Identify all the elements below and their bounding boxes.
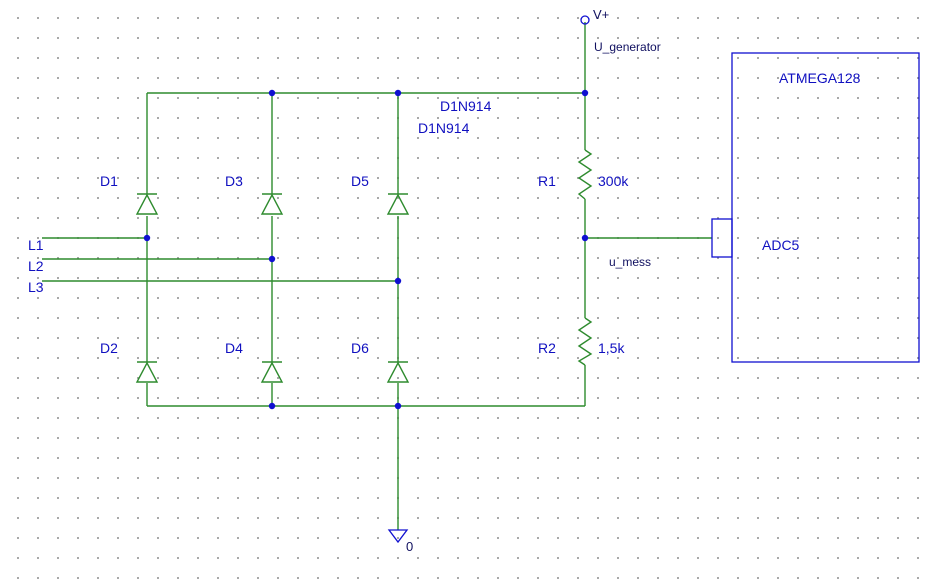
- vplus-label: V+: [593, 7, 610, 22]
- r1-value-label: 300k: [598, 173, 629, 189]
- atmega-label: ATMEGA128: [779, 70, 861, 86]
- diode-d6[interactable]: [386, 361, 410, 383]
- resistor-r2[interactable]: [577, 317, 593, 366]
- l3-label: L3: [28, 279, 44, 295]
- diode-d5[interactable]: [386, 193, 410, 215]
- l1-label: L1: [28, 237, 44, 253]
- r1-label: R1: [538, 173, 556, 189]
- r2-value-label: 1,5k: [598, 340, 625, 356]
- diode-model-label-2: D1N914: [418, 120, 470, 136]
- diode-d4[interactable]: [260, 361, 284, 383]
- ground-symbol: [387, 529, 409, 544]
- d5-label: D5: [351, 173, 369, 189]
- d4-label: D4: [225, 340, 243, 356]
- atmega128-block[interactable]: [731, 52, 920, 363]
- ground-label: 0: [406, 539, 414, 554]
- diode-d3[interactable]: [260, 193, 284, 215]
- diode-d2[interactable]: [135, 361, 159, 383]
- l2-label: L2: [28, 258, 44, 274]
- junction-dots: [143, 89, 589, 410]
- adc5-label: ADC5: [762, 237, 800, 253]
- diode-model-label-1: D1N914: [440, 98, 492, 114]
- r2-label: R2: [538, 340, 556, 356]
- vplus-terminal[interactable]: [580, 15, 590, 25]
- d6-label: D6: [351, 340, 369, 356]
- d3-label: D3: [225, 173, 243, 189]
- u-mess-label: u_mess: [609, 255, 652, 269]
- d1-label: D1: [100, 173, 118, 189]
- resistor-r1[interactable]: [577, 149, 593, 200]
- u-generator-label: U_generator: [594, 40, 661, 54]
- adc5-pin[interactable]: [711, 218, 733, 258]
- diode-d1[interactable]: [135, 193, 159, 215]
- d2-label: D2: [100, 340, 118, 356]
